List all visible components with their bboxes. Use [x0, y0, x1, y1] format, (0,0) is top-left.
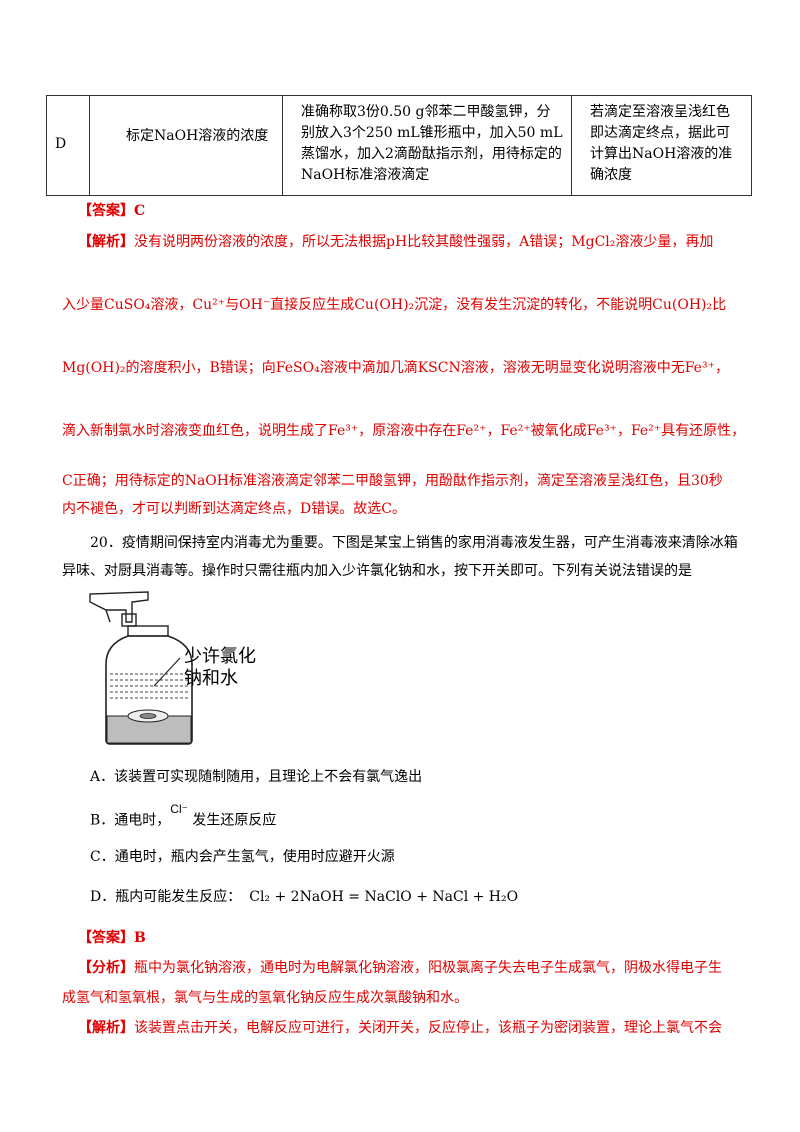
- q20-analysis-line: 【解析】该装置点击开关，电解反应可进行，关闭开关，反应停止，该瓶子为密闭装置，理…: [78, 1020, 722, 1036]
- experiment-cell: 标定NaOH溶液的浓度: [89, 95, 283, 196]
- table-row: D 标定NaOH溶液的浓度 准确称取3份0.50 g邻苯二甲酸氢钾，分别放入3个…: [46, 95, 752, 196]
- answer-tag: 【答案】: [78, 203, 134, 219]
- q19-analysis-line-4: 滴入新制氯水时溶液变血红色，说明生成了Fe³⁺，原溶液中存在Fe²⁺，Fe²⁺被…: [62, 423, 746, 439]
- answer-value: C: [134, 203, 146, 219]
- reaction-equation: Cl₂ + 2NaOH = NaClO + NaCl + H₂O: [249, 889, 519, 905]
- option-b: B．通电时，Cl⁻ 发生还原反应: [90, 802, 277, 829]
- option-d: D．瓶内可能发生反应：Cl₂ + 2NaOH = NaClO + NaCl + …: [90, 889, 519, 905]
- disinfectant-bottle-figure: [89, 591, 193, 745]
- q19-analysis-line-1: 【解析】没有说明两份溶液的浓度，所以无法根据pH比较其酸性强弱，A错误；MgCl…: [78, 234, 714, 250]
- q20-answer: 【答案】B: [78, 930, 146, 946]
- q20-fenxi-line-2: 成氢气和氢氧根，氯气与生成的氢氧化钠反应生成次氯酸钠和水。: [62, 990, 468, 1006]
- q19-analysis-line-2: 入少量CuSO₄溶液，Cu²⁺与OH⁻直接反应生成Cu(OH)₂沉淀，没有发生沉…: [62, 297, 727, 313]
- q19-analysis-line-5: C正确；用待标定的NaOH标准溶液滴定邻苯二甲酸氢钾，用酚酞作指示剂，滴定至溶液…: [62, 473, 723, 489]
- q19-analysis-line-3: Mg(OH)₂的溶度积小，B错误；向FeSO₄溶液中滴加几滴KSCN溶液，溶液无…: [62, 360, 729, 376]
- q19-answer: 【答案】C: [78, 200, 768, 222]
- q20-stem-line-1: 20．疫情期间保持室内消毒尤为重要。下图是某宝上销售的家用消毒液发生器，可产生消…: [90, 535, 738, 551]
- figure-label-line-1: 少许氯化: [184, 646, 256, 667]
- procedure-cell: 准确称取3份0.50 g邻苯二甲酸氢钾，分别放入3个250 mL锥形瓶中，加入5…: [282, 95, 572, 196]
- q20-fenxi-line-1: 【分析】瓶中为氯化钠溶液，通电时为电解氯化钠溶液，阳极氯离子失去电子生成氯气，阴…: [78, 960, 722, 976]
- conclusion-cell: 若滴定至溶液呈浅红色即达滴定终点，据此可计算出NaOH溶液的准确浓度: [571, 95, 752, 196]
- option-a: A．该装置可实现随制随用，且理论上不会有氯气逸出: [90, 769, 423, 785]
- analysis-tag: 【解析】: [78, 234, 134, 250]
- chloride-ion: Cl⁻: [170, 802, 188, 816]
- experiment-table: D 标定NaOH溶液的浓度 准确称取3份0.50 g邻苯二甲酸氢钾，分别放入3个…: [46, 95, 752, 196]
- figure-label-line-2: 钠和水: [184, 668, 238, 689]
- row-label: D: [46, 95, 90, 196]
- option-c: C．通电时，瓶内会产生氢气，使用时应避开火源: [90, 849, 395, 865]
- q20-stem-line-2: 异味、对厨具消毒等。操作时只需往瓶内加入少许氯化钠和水，按下开关即可。下列有关说…: [62, 563, 692, 579]
- q19-analysis-line-6: 内不褪色，才可以判断到达滴定终点，D错误。故选C。: [62, 501, 406, 517]
